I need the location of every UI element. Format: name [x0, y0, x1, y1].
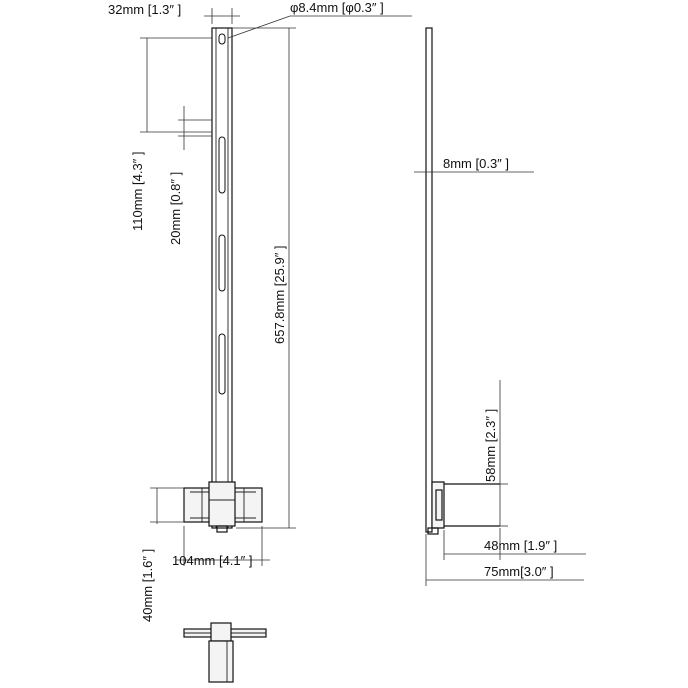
bottom-view	[183, 622, 267, 683]
label-clamp-height: 40mm [1.6″ ]	[140, 549, 155, 622]
side-bar	[425, 27, 433, 533]
label-width-bracket: 32mm [1.3″ ]	[108, 2, 181, 17]
label-hole-diameter: φ8.4mm [φ0.3″ ]	[290, 0, 384, 15]
clamp-block	[208, 481, 236, 527]
top-hole	[218, 33, 226, 45]
bottom-bar	[208, 640, 234, 683]
front-view	[183, 27, 263, 533]
side-screw	[427, 527, 439, 535]
label-slot-gap: 20mm [0.8″ ]	[168, 172, 183, 245]
dimension-lines	[140, 8, 586, 586]
hook-inner	[435, 489, 443, 521]
label-hook-height: 58mm [2.3″ ]	[483, 409, 498, 482]
label-hook-depth: 48mm [1.9″ ]	[484, 538, 557, 553]
screw	[216, 525, 228, 533]
slot-3	[218, 333, 226, 395]
side-view	[425, 27, 500, 535]
label-total-height: 657.8mm [25.9″ ]	[272, 245, 287, 344]
bottom-block	[210, 622, 232, 642]
label-clamp-width: 104mm [4.1″ ]	[172, 553, 252, 568]
label-total-depth: 75mm[3.0″ ]	[484, 564, 554, 579]
upright-bar	[211, 27, 233, 529]
hook-plate	[431, 481, 445, 529]
label-slot-pitch: 110mm [4.3″ ]	[130, 151, 145, 231]
slot-2	[218, 234, 226, 292]
slot-1	[218, 136, 226, 194]
label-thickness: 8mm [0.3″ ]	[443, 156, 509, 171]
dimension-labels: 32mm [1.3″ ] φ8.4mm [φ0.3″ ] 110mm [4.3″…	[108, 0, 557, 622]
